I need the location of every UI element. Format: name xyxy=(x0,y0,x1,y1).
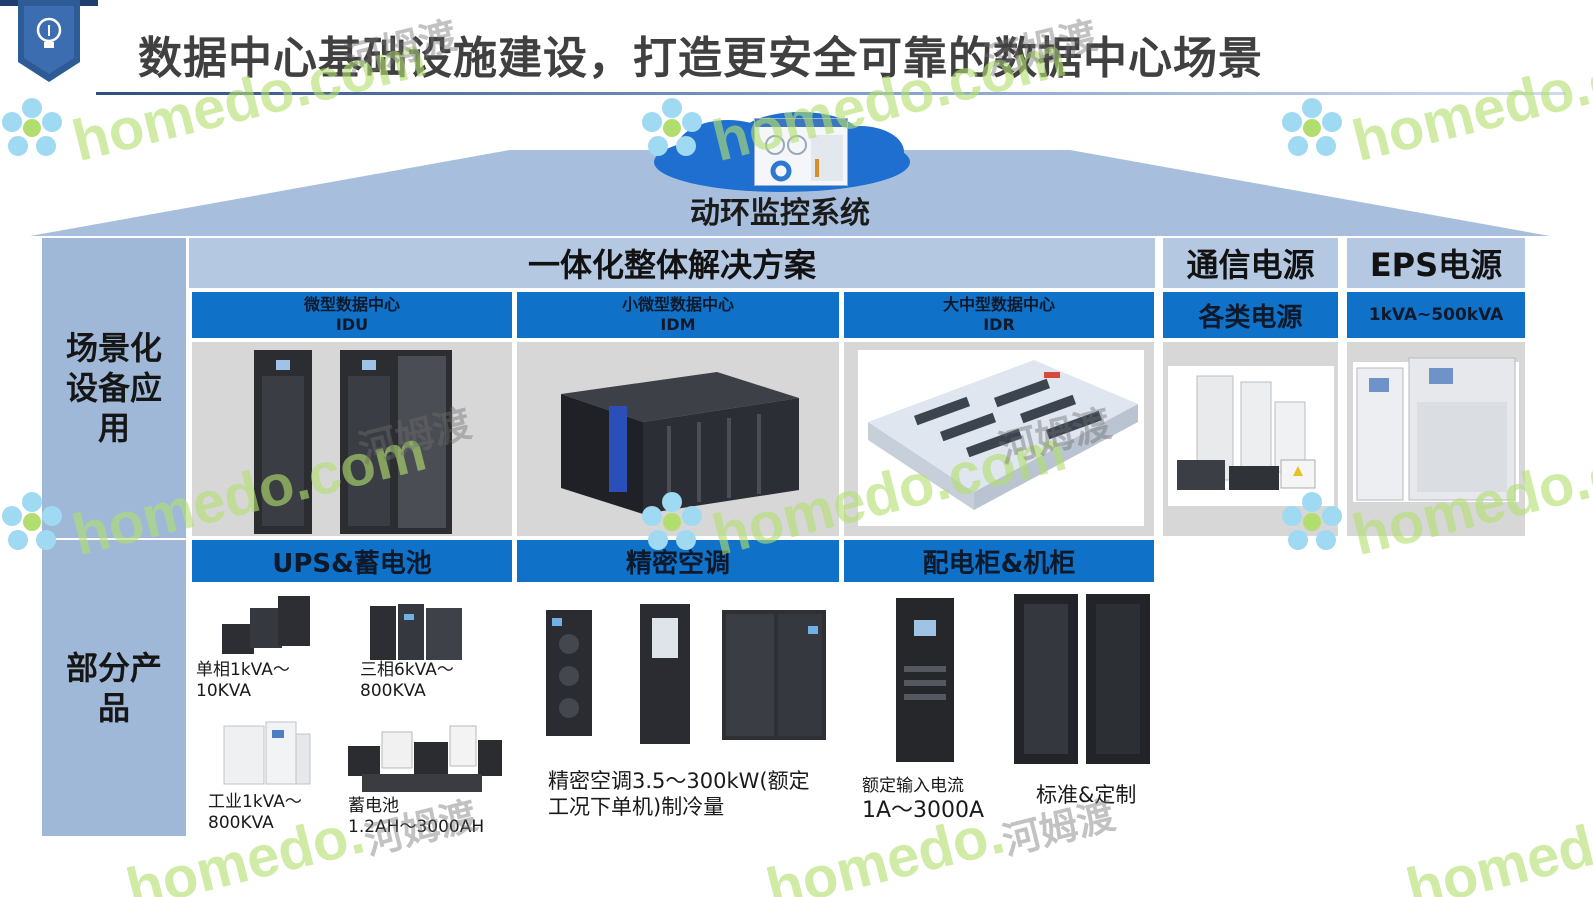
three-phase-ups-caption: 三相6kVA～800KVA xyxy=(360,660,454,701)
monitor-dashboard-image xyxy=(754,118,848,186)
eps-power-header: EPS电源 xyxy=(1347,238,1525,288)
distribution-cabinet-header: 配电柜&机柜 xyxy=(844,540,1154,582)
lightbulb-icon xyxy=(18,0,80,82)
monitoring-system-label: 动环监控系统 xyxy=(690,196,870,231)
precision-ac-image xyxy=(546,604,826,744)
industrial-ups-caption: 工业1kVA～800KVA xyxy=(208,792,302,833)
telecom-power-header: 通信电源 xyxy=(1163,238,1338,288)
products-label: 部分产 品 xyxy=(42,540,186,836)
server-rack-caption: 标准&定制 xyxy=(1036,783,1137,807)
title-divider xyxy=(96,92,1566,95)
eps-power-image xyxy=(1347,342,1525,536)
distribution-cabinet-caption: 额定输入电流 1A～3000A xyxy=(862,776,985,823)
telecom-power-subheader: 各类电源 xyxy=(1163,292,1338,338)
idr-product-image xyxy=(844,342,1154,536)
server-rack-image xyxy=(1014,594,1150,764)
idu-product-image xyxy=(192,342,512,536)
three-phase-ups-image xyxy=(370,604,462,660)
single-phase-ups-image xyxy=(222,596,310,654)
precision-ac-caption: 精密空调3.5～300kW(额定工况下单机)制冷量 xyxy=(548,769,810,819)
integrated-solution-header: 一体化整体解决方案 xyxy=(189,238,1155,288)
ups-battery-header: UPS&蓄电池 xyxy=(192,540,512,582)
distribution-cabinet-image xyxy=(896,598,954,762)
watermark-brand: homedo.com xyxy=(1400,811,1593,897)
eps-power-range: 1kVA~500kVA xyxy=(1347,292,1525,338)
telecom-power-image xyxy=(1163,342,1338,536)
page-title: 数据中心基础设施建设，打造更安全可靠的数据中心场景 xyxy=(138,33,1263,84)
idm-product-image xyxy=(517,342,839,536)
industrial-ups-image xyxy=(223,721,311,785)
battery-image xyxy=(348,725,502,792)
roof-banner xyxy=(30,150,1550,236)
scene-application-label: 场景化 设备应 用 xyxy=(42,238,186,538)
precision-ac-header: 精密空调 xyxy=(517,540,839,582)
single-phase-ups-caption: 单相1kVA～10KVA xyxy=(196,660,290,701)
